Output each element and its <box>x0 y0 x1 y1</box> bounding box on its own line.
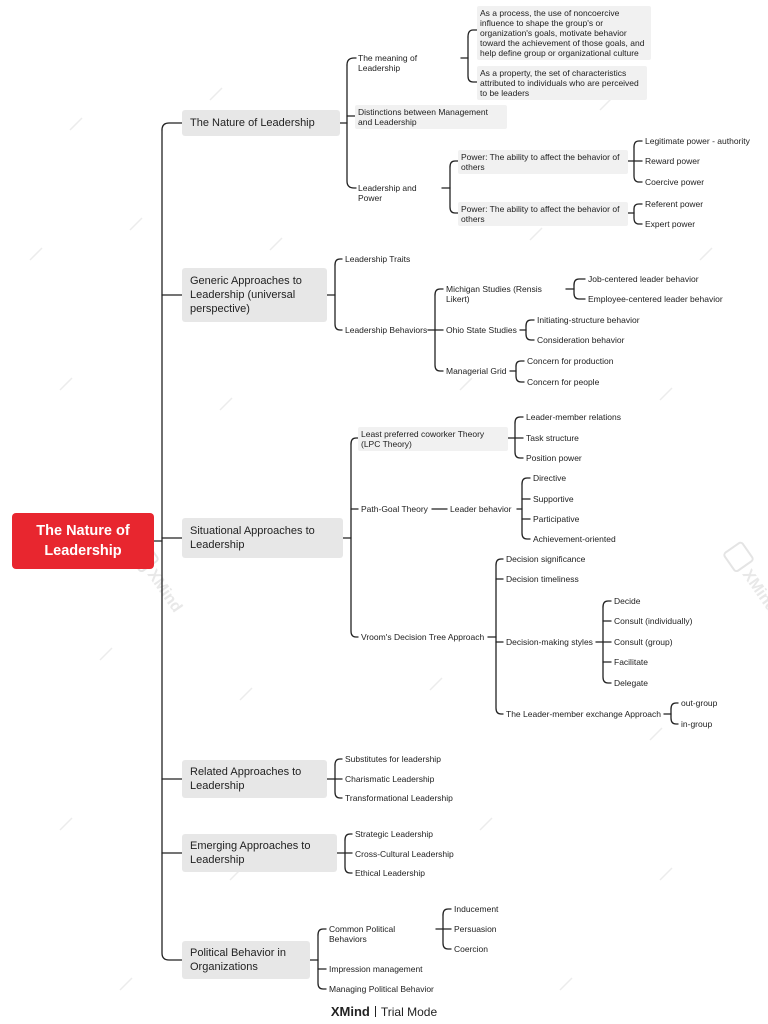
subtopic-managerial-grid[interactable]: Managerial Grid <box>446 366 507 376</box>
subtopic-meaning[interactable]: The meaning of Leadership <box>358 53 418 73</box>
subtopic-power-a[interactable]: Power: The ability to affect the behavio… <box>458 150 628 174</box>
leaf-managing-political-behavior[interactable]: Managing Political Behavior <box>329 984 434 994</box>
subtopic-path-goal[interactable]: Path-Goal Theory <box>361 504 428 514</box>
subtopic-common-political-behaviors[interactable]: Common Political Behaviors <box>329 924 396 944</box>
subtopic-leadership-behaviors[interactable]: Leadership Behaviors <box>345 325 428 335</box>
leaf-transformational[interactable]: Transformational Leadership <box>345 793 453 803</box>
leaf-ethical[interactable]: Ethical Leadership <box>355 868 425 878</box>
leaf-in-group[interactable]: in-group <box>681 719 713 729</box>
leaf-employee-centered[interactable]: Employee-centered leader behavior <box>588 294 723 304</box>
leaf-job-centered[interactable]: Job-centered leader behavior <box>588 274 699 284</box>
leaf-legitimate-power[interactable]: Legitimate power - authority <box>645 136 750 146</box>
subtopic-power-b[interactable]: Power: The ability to affect the behavio… <box>458 202 628 226</box>
leaf-decide[interactable]: Decide <box>614 596 641 606</box>
topic-political-behavior[interactable]: Political Behavior in Organizations <box>182 941 310 979</box>
leaf-coercion[interactable]: Coercion <box>454 944 489 954</box>
leaf-directive[interactable]: Directive <box>533 473 567 483</box>
leaf-reward-power[interactable]: Reward power <box>645 156 700 166</box>
leaf-achievement-oriented[interactable]: Achievement-oriented <box>533 534 616 544</box>
leaf-substitutes[interactable]: Substitutes for leadership <box>345 754 441 764</box>
leaf-participative[interactable]: Participative <box>533 514 580 524</box>
subtopic-leader-member-exchange[interactable]: The Leader-member exchange Approach <box>506 709 661 719</box>
leaf-consult-individually[interactable]: Consult (individually) <box>614 616 693 626</box>
topic-situational-approaches[interactable]: Situational Approaches to Leadership <box>182 518 343 558</box>
footer-branding: XMind Trial Mode <box>0 1004 768 1019</box>
subtopic-lpc-theory[interactable]: Least preferred coworker Theory (LPC The… <box>358 427 508 451</box>
topic-emerging-approaches[interactable]: Emerging Approaches to Leadership <box>182 834 337 872</box>
topic-generic-approaches[interactable]: Generic Approaches to Leadership (univer… <box>182 268 327 322</box>
leaf-concern-people[interactable]: Concern for people <box>527 377 600 387</box>
footer-mode: Trial Mode <box>380 1005 438 1019</box>
leaf-decision-significance[interactable]: Decision significance <box>506 554 586 564</box>
subtopic-vroom-decision-tree[interactable]: Vroom's Decision Tree Approach <box>361 632 485 642</box>
subtopic-meaning-process[interactable]: As a process, the use of noncoercive inf… <box>477 6 651 60</box>
leaf-persuasion[interactable]: Persuasion <box>454 924 497 934</box>
root-topic[interactable]: The Nature of Leadership <box>12 513 154 569</box>
leaf-inducement[interactable]: Inducement <box>454 904 499 914</box>
leaf-out-group[interactable]: out-group <box>681 698 718 708</box>
leaf-cross-cultural[interactable]: Cross-Cultural Leadership <box>355 849 454 859</box>
leaf-strategic[interactable]: Strategic Leadership <box>355 829 433 839</box>
leaf-consideration[interactable]: Consideration behavior <box>537 335 625 345</box>
topic-related-approaches[interactable]: Related Approaches to Leadership <box>182 760 327 798</box>
subtopic-michigan-studies[interactable]: Michigan Studies (Rensis Likert) <box>446 284 542 304</box>
leaf-leader-member-relations[interactable]: Leader-member relations <box>526 412 621 422</box>
leaf-decision-timeliness[interactable]: Decision timeliness <box>506 574 579 584</box>
subtopic-ohio-state[interactable]: Ohio State Studies <box>446 325 517 335</box>
leaf-expert-power[interactable]: Expert power <box>645 219 696 229</box>
leaf-delegate[interactable]: Delegate <box>614 678 649 688</box>
subtopic-decision-making-styles[interactable]: Decision-making styles <box>506 637 593 647</box>
subtopic-leader-behavior[interactable]: Leader behavior <box>450 504 512 514</box>
footer-brand: XMind <box>330 1004 370 1019</box>
footer-separator <box>374 1006 376 1017</box>
leaf-facilitate[interactable]: Facilitate <box>614 657 649 667</box>
leaf-initiating-structure[interactable]: Initiating-structure behavior <box>537 315 640 325</box>
subtopic-leadership-traits[interactable]: Leadership Traits <box>345 254 411 264</box>
leaf-position-power[interactable]: Position power <box>526 453 582 463</box>
topic-nature-of-leadership[interactable]: The Nature of Leadership <box>182 110 340 136</box>
subtopic-meaning-property[interactable]: As a property, the set of characteristic… <box>477 66 647 100</box>
leaf-task-structure[interactable]: Task structure <box>526 433 579 443</box>
subtopic-distinctions[interactable]: Distinctions between Management and Lead… <box>355 105 507 129</box>
leaf-charismatic[interactable]: Charismatic Leadership <box>345 774 435 784</box>
subtopic-leadership-power[interactable]: Leadership and Power <box>358 183 417 203</box>
leaf-supportive[interactable]: Supportive <box>533 494 574 504</box>
leaf-impression-management[interactable]: Impression management <box>329 964 423 974</box>
leaf-consult-group[interactable]: Consult (group) <box>614 637 673 647</box>
leaf-concern-production[interactable]: Concern for production <box>527 356 614 366</box>
leaf-coercive-power[interactable]: Coercive power <box>645 177 705 187</box>
leaf-referent-power[interactable]: Referent power <box>645 199 704 209</box>
